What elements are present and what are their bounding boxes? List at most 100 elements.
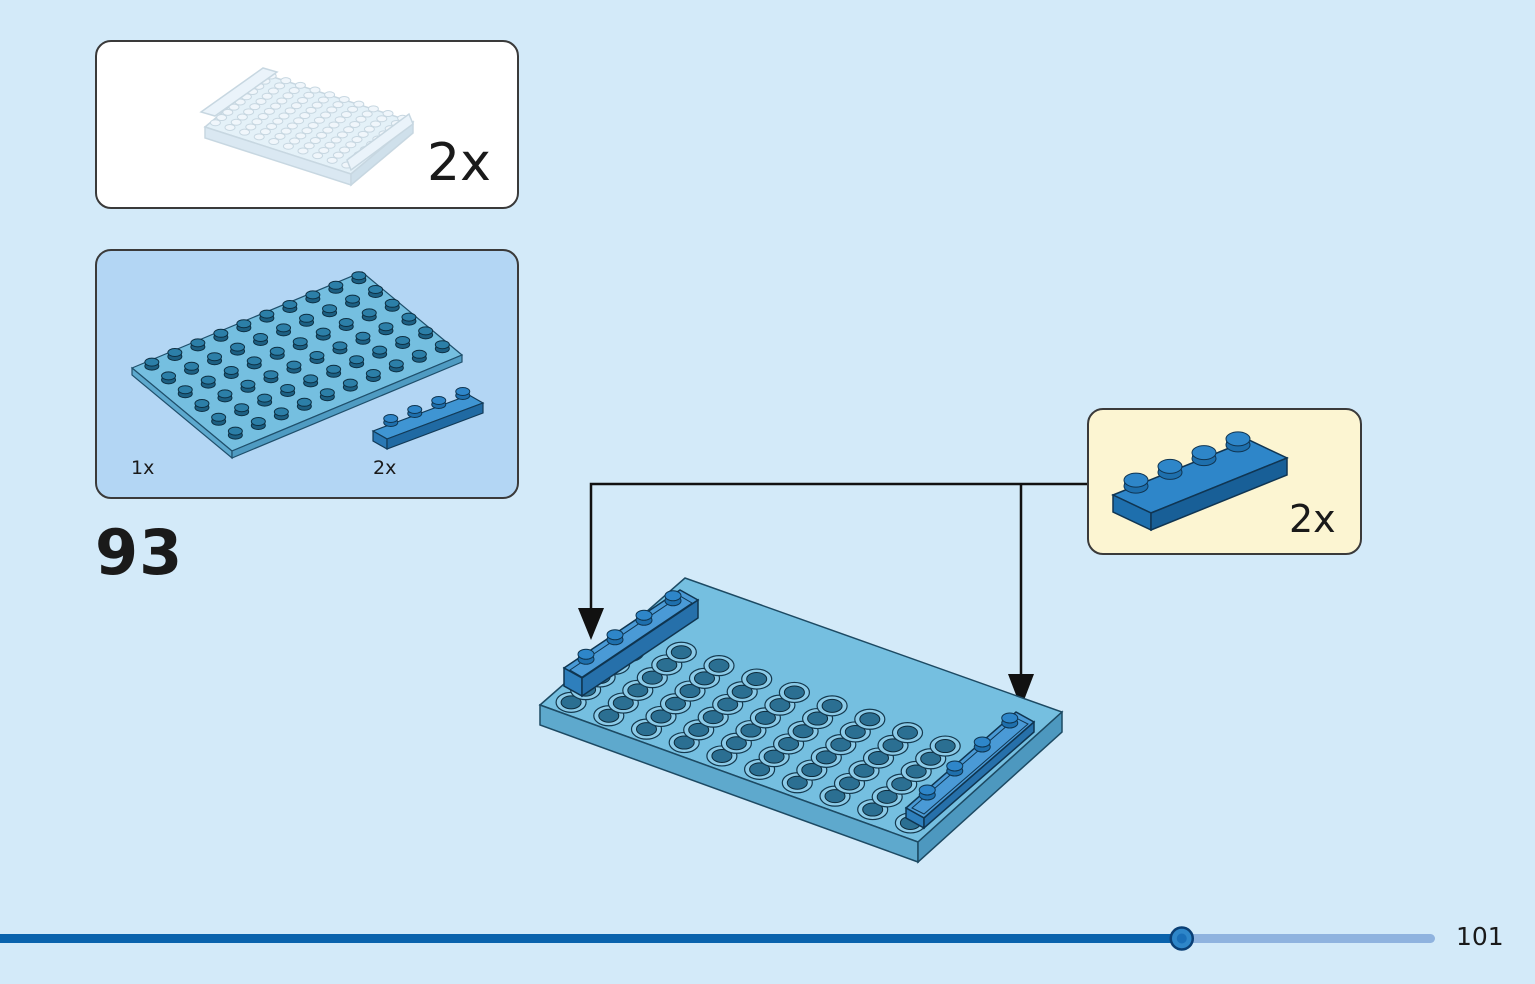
stud-icon (338, 95, 350, 103)
stud-icon (973, 736, 991, 753)
stud-icon (378, 322, 394, 336)
stud-icon (316, 131, 328, 139)
stud-icon (263, 107, 275, 115)
stud-icon (297, 96, 309, 104)
stud-icon (315, 327, 331, 341)
parts-illustration (130, 271, 485, 460)
stud-icon (313, 116, 325, 124)
stud-icon (240, 379, 256, 393)
stud-icon (336, 131, 348, 139)
stud-icon (251, 118, 263, 126)
stud-icon (282, 92, 294, 100)
stud-icon (216, 114, 228, 122)
stud-icon (257, 393, 273, 407)
stud-icon (177, 385, 193, 399)
stud-icon (266, 122, 278, 130)
stud-icon (200, 375, 216, 389)
stud-icon (288, 87, 300, 95)
callout-quantity: 2x (1289, 497, 1336, 541)
arrow-left-icon (578, 608, 604, 640)
stud-icon (255, 97, 267, 105)
stud-icon (401, 312, 417, 326)
plate-1x4-quantity: 2x (373, 457, 397, 479)
stud-icon (280, 127, 292, 135)
stud-icon (312, 152, 324, 160)
parts-list-box: 1x 2x (95, 249, 519, 499)
stud-icon (330, 136, 342, 144)
stud-icon (234, 403, 250, 417)
stud-icon (322, 304, 338, 318)
stud-icon (259, 309, 275, 323)
stud-icon (332, 101, 344, 109)
stud-icon (274, 132, 286, 140)
page-number: 101 (1456, 922, 1504, 951)
stud-icon (184, 361, 200, 375)
stud-icon (207, 352, 223, 366)
stud-icon (324, 91, 336, 99)
stud-icon (345, 294, 361, 308)
stud-icon (431, 396, 447, 409)
stud-icon (303, 91, 315, 99)
stud-icon (319, 388, 335, 402)
tube-icon (778, 681, 811, 704)
stud-icon (322, 126, 334, 134)
stud-icon (249, 103, 261, 111)
stud-icon (269, 346, 285, 360)
stud-icon (318, 146, 330, 154)
stud-icon (293, 117, 305, 125)
stud-icon (280, 384, 296, 397)
stud-icon (290, 102, 302, 110)
callout-box: 2x (1087, 408, 1362, 555)
stud-icon (338, 318, 354, 331)
stud-icon (349, 355, 365, 369)
callout-brick-illustration (1111, 431, 1289, 532)
stud-icon (326, 156, 338, 164)
stud-icon (434, 340, 450, 354)
stud-icon (339, 146, 351, 154)
plate-6x10-quantity: 1x (131, 457, 155, 479)
stud-icon (209, 119, 221, 127)
stud-icon (370, 120, 382, 128)
stud-icon (345, 141, 357, 149)
stud-icon (332, 341, 348, 355)
stud-icon (388, 359, 404, 373)
tube-icon (743, 758, 776, 780)
stud-icon (230, 342, 246, 356)
stud-icon (309, 351, 325, 364)
stud-icon (376, 115, 388, 123)
stud-icon (295, 132, 307, 140)
stud-icon (606, 629, 624, 646)
stud-icon (307, 121, 319, 129)
stud-icon (243, 108, 255, 116)
stud-icon (217, 389, 233, 403)
stud-icon (299, 112, 311, 120)
stud-icon (223, 366, 239, 379)
stud-icon (268, 138, 280, 146)
submodel-quantity: 2x (427, 133, 491, 193)
faded-plate-illustration (199, 67, 415, 187)
stud-icon (332, 151, 344, 159)
stud-icon (276, 323, 292, 337)
tube-icon (741, 668, 773, 690)
stud-icon (272, 117, 284, 125)
stud-icon (635, 609, 653, 626)
stud-icon (334, 116, 346, 124)
brick-left (562, 589, 700, 698)
stud-icon (317, 96, 329, 104)
step-number: 93 (95, 516, 184, 589)
stud-icon (355, 331, 371, 345)
stud-icon (1225, 431, 1251, 453)
stud-icon (455, 387, 471, 400)
stud-icon (343, 126, 355, 134)
arrow-right-icon (1008, 674, 1034, 708)
stud-icon (367, 105, 379, 113)
stud-icon (236, 113, 248, 121)
stud-icon (282, 142, 294, 150)
stud-icon (411, 349, 427, 363)
stud-icon (280, 77, 292, 85)
stud-icon (144, 357, 160, 371)
stud-icon (320, 111, 332, 119)
stud-icon (326, 106, 338, 114)
stud-icon (1191, 445, 1217, 467)
